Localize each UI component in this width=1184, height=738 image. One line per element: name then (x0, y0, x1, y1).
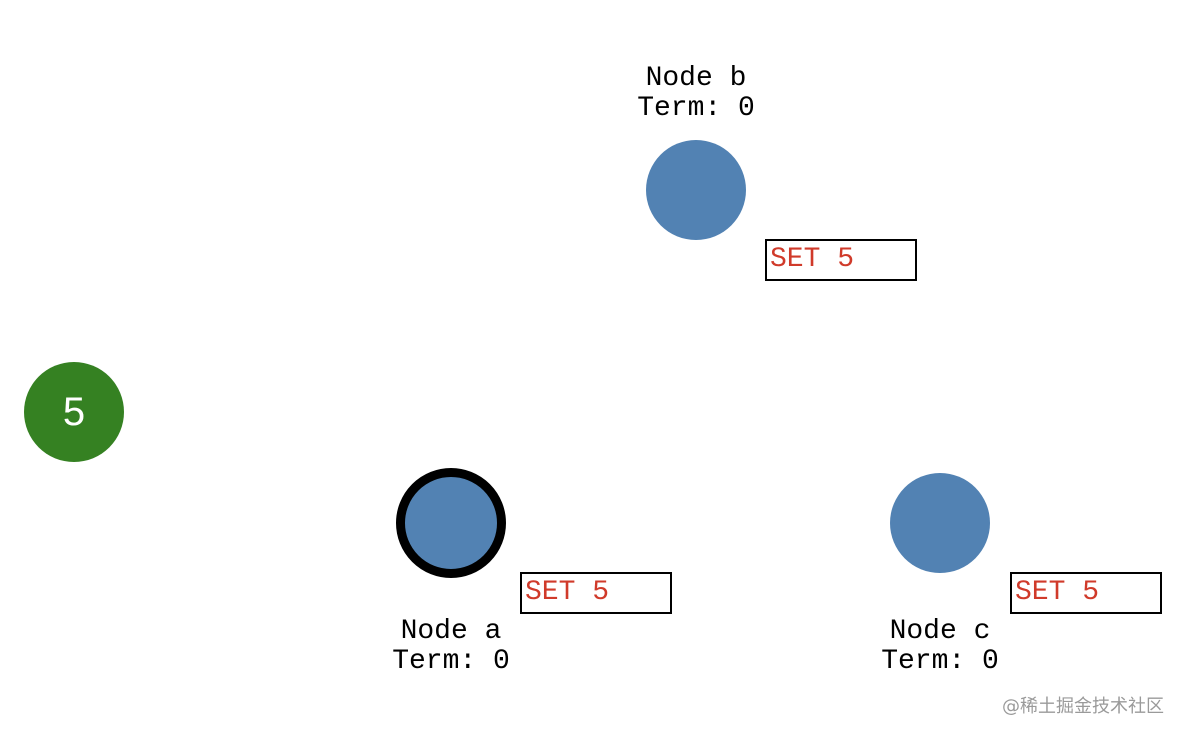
node-b-log-entry: SET 5 (770, 244, 855, 275)
node-c-name-label: Node c (889, 616, 991, 647)
watermark-text: @稀土掘金技术社区 (1002, 696, 1164, 717)
node-a-log-entry: SET 5 (525, 577, 610, 608)
node-c-term-label: Term: 0 (881, 646, 999, 677)
node-c-log-entry: SET 5 (1015, 577, 1100, 608)
client-value-circle: 5 (24, 362, 124, 462)
node-a-log-box: SET 5 (520, 572, 672, 614)
node-a-term-label: Term: 0 (392, 646, 510, 677)
node-c-circle[interactable] (890, 473, 990, 573)
node-b-name-label: Node b (645, 63, 747, 94)
node-b-log-box: SET 5 (765, 239, 917, 281)
client-value-label: 5 (62, 389, 86, 434)
node-a-circle[interactable] (396, 468, 506, 578)
node-c-log-box: SET 5 (1010, 572, 1162, 614)
node-a-name-label: Node a (400, 616, 502, 647)
node-b-circle[interactable] (646, 140, 746, 240)
node-b-term-label: Term: 0 (637, 93, 755, 124)
